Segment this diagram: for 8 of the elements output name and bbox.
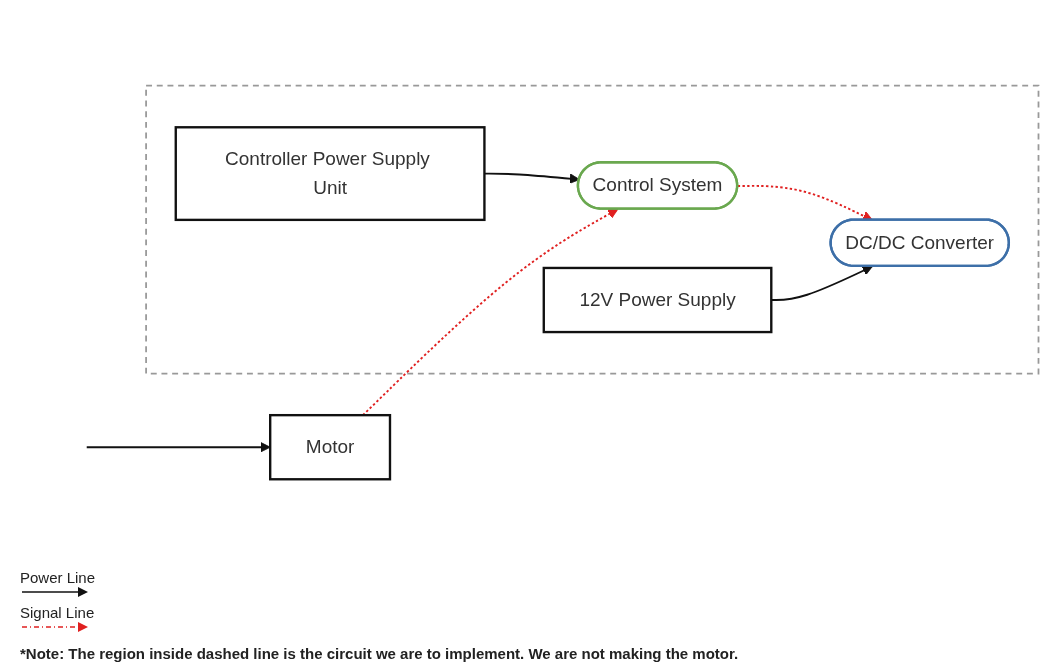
legend-text: Signal Line (20, 604, 95, 621)
node-box: Motor (269, 413, 392, 481)
cluster (145, 84, 1040, 375)
legend-text: Power Line (20, 569, 96, 586)
arrow (85, 442, 271, 453)
node-box: Controller Power Supply Unit (174, 126, 486, 222)
node-box: 12V Power Supply (542, 266, 773, 334)
note-text: *Note: The region inside dashed line is the circuit we are to implement. We are not making the motor. (20, 645, 740, 662)
